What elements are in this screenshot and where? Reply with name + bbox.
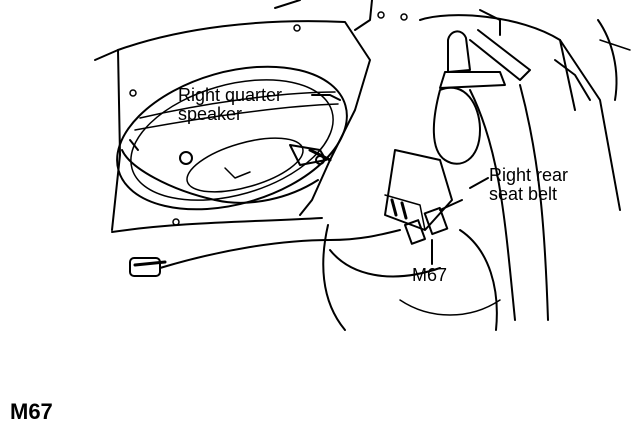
- right-side-contours: [554, 19, 631, 211]
- label-belt-line2: seat belt: [489, 184, 558, 204]
- label-belt-line1: Right rear: [489, 165, 569, 185]
- mounting-screws: [129, 11, 408, 226]
- speaker-leader-line: [311, 94, 341, 101]
- label-speaker-line1: Right quarter: [178, 85, 283, 105]
- speaker-assembly: [116, 65, 348, 211]
- wiring-harness: [129, 224, 501, 331]
- figure-caption: M67: [10, 399, 53, 424]
- label-right-rear-seat-belt: Right rear seat belt: [489, 166, 568, 204]
- connector-m67: [404, 199, 463, 245]
- belt-leader-line: [469, 177, 489, 189]
- seat-belt-retractor: [384, 9, 531, 231]
- label-speaker-line2: speaker: [178, 104, 243, 124]
- label-connector-m67: M67: [412, 265, 448, 285]
- trim-panel-outline: [94, 0, 373, 233]
- label-right-quarter-speaker: Right quarter speaker: [178, 86, 282, 124]
- seat-belt-webbing: [419, 14, 576, 321]
